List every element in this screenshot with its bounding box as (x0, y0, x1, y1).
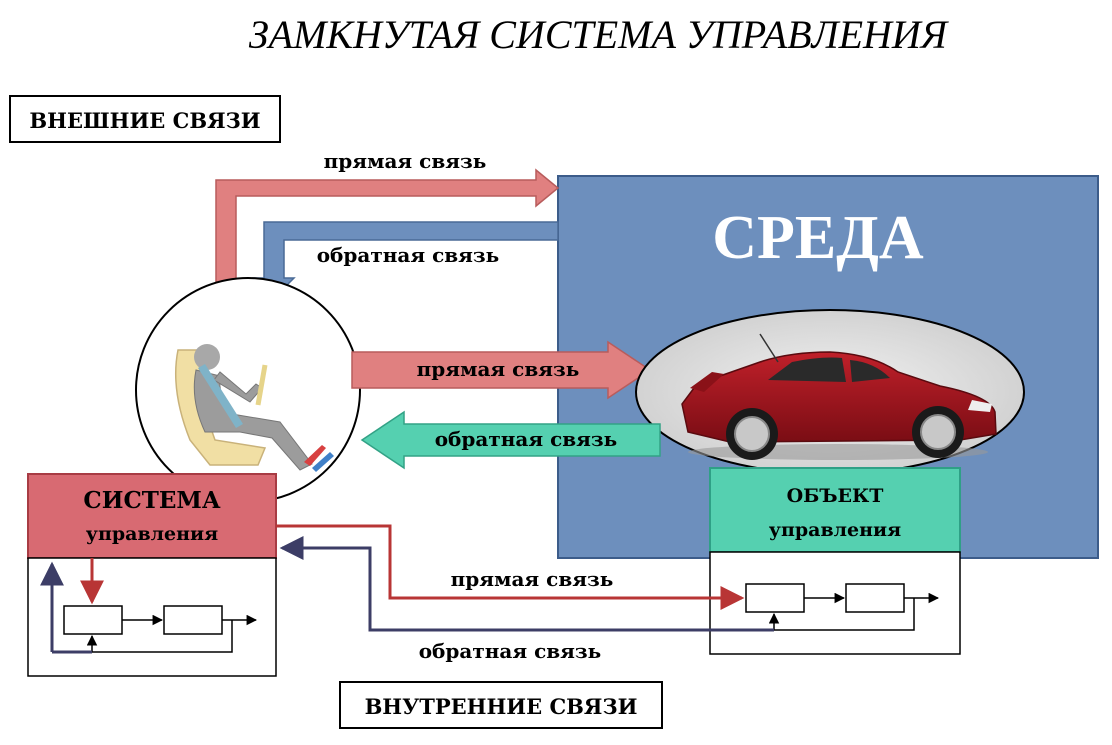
internal-forward-line (276, 524, 745, 610)
external-links-box: ВНЕШНИЕ СВЯЗИ (9, 95, 281, 143)
internal-feedback-label: обратная связь (419, 639, 602, 663)
middle-forward-arrow (351, 340, 652, 400)
car-ellipse (635, 309, 1025, 475)
external-links-label: ВНЕШНИЕ СВЯЗИ (29, 108, 260, 133)
internal-links-box: ВНУТРЕННИЕ СВЯЗИ (339, 681, 663, 729)
internal-feedback-line (279, 536, 774, 632)
internal-forward-label: прямая связь (451, 567, 614, 591)
system-internal-diagram (27, 557, 277, 677)
external-forward-arrow (215, 168, 560, 301)
control-object-box: ОБЪЕКТ управления (709, 467, 961, 553)
external-feedback-label: обратная связь (317, 243, 500, 267)
control-object-line2: управления (769, 519, 901, 541)
middle-feedback-label: обратная связь (435, 427, 618, 451)
middle-feedback-arrow (360, 410, 661, 470)
driver-circle (135, 277, 361, 503)
external-forward-label: прямая связь (324, 149, 487, 173)
control-system-line2: управления (86, 523, 218, 545)
internal-links-label: ВНУТРЕННИЕ СВЯЗИ (365, 694, 638, 719)
environment-label: СРЕДА (712, 204, 924, 272)
control-object-line1: ОБЪЕКТ (787, 485, 884, 507)
control-system-line1: СИСТЕМА (83, 487, 220, 514)
diagram-title: ЗАМКНУТАЯ СИСТЕМА УПРАВЛЕНИЯ (249, 12, 950, 57)
middle-forward-label: прямая связь (417, 357, 580, 381)
control-system-box: СИСТЕМА управления (27, 473, 277, 559)
object-internal-diagram (709, 551, 961, 655)
